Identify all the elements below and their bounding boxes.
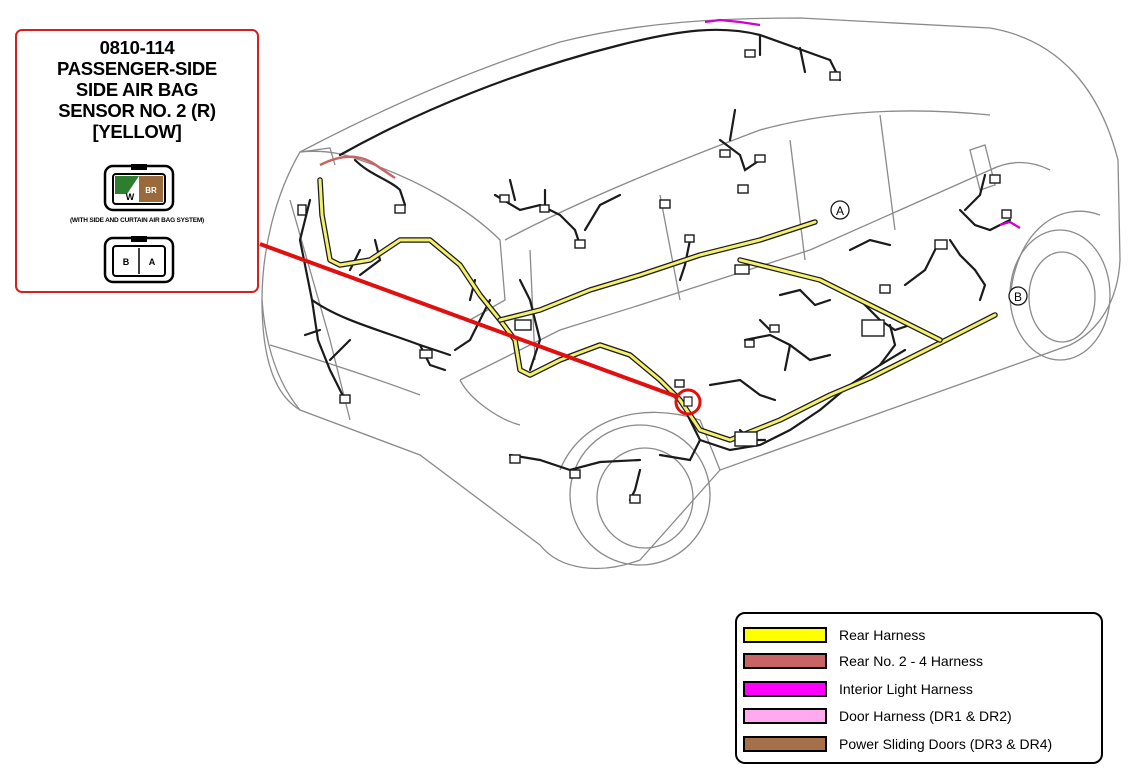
pin-b-label: B — [123, 257, 130, 267]
legend-label: Rear No. 2 - 4 Harness — [839, 653, 983, 669]
legend-item-interior-light-harness: Interior Light Harness — [743, 679, 973, 699]
marker-a-label: A — [836, 204, 844, 218]
sensor-callout-box: 0810-114 PASSENGER-SIDE SIDE AIR BAG SEN… — [15, 29, 259, 293]
marker-b: B — [1008, 286, 1028, 306]
pin-a-label: A — [149, 257, 156, 267]
sensor-location-highlight — [674, 388, 702, 416]
interior-light-harness — [704, 18, 1021, 229]
sensor-callout-title: 0810-114 PASSENGER-SIDE SIDE AIR BAG SEN… — [17, 37, 257, 142]
connector-face-2: B A — [103, 236, 175, 284]
callout-leader-line — [259, 242, 679, 399]
rear-no2-harness — [319, 155, 396, 180]
legend-item-power-sliding-doors: Power Sliding Doors (DR3 & DR4) — [743, 734, 1052, 754]
dark-wiring — [298, 28, 1012, 502]
harness-connectors — [297, 49, 1012, 504]
legend-label: Interior Light Harness — [839, 681, 973, 697]
pin-w-label: W — [126, 192, 135, 202]
pin-br-label: BR — [145, 186, 157, 195]
legend-label: Rear Harness — [839, 627, 926, 643]
connector-face-1: W BR — [103, 164, 175, 212]
rear-harness-wiring — [317, 177, 998, 443]
legend-swatch — [743, 653, 827, 669]
marker-b-label: B — [1014, 290, 1022, 304]
legend-label: Door Harness (DR1 & DR2) — [839, 708, 1012, 724]
legend-item-rear-no2-harness: Rear No. 2 - 4 Harness — [743, 651, 983, 671]
callout-line-2: PASSENGER-SIDE — [57, 58, 217, 79]
sensor-connector-icon — [683, 396, 693, 407]
harness-legend: Rear Harness Rear No. 2 - 4 Harness Inte… — [735, 612, 1103, 764]
callout-code: 0810-114 — [99, 37, 175, 58]
vehicle-outline — [261, 17, 1121, 570]
legend-swatch — [743, 736, 827, 752]
legend-swatch — [743, 681, 827, 697]
legend-label: Power Sliding Doors (DR3 & DR4) — [839, 736, 1053, 752]
legend-swatch — [743, 708, 827, 724]
marker-a: A — [830, 200, 850, 220]
legend-item-rear-harness: Rear Harness — [743, 625, 925, 645]
connector-note: (WITH SIDE AND CURTAIN AIR BAG SYSTEM) — [69, 217, 205, 224]
callout-line-4: SENSOR NO. 2 (R) — [58, 100, 216, 121]
legend-item-door-harness: Door Harness (DR1 & DR2) — [743, 706, 1012, 726]
legend-swatch — [743, 627, 827, 643]
callout-line-3: SIDE AIR BAG — [75, 79, 199, 100]
callout-color: [YELLOW] — [92, 121, 182, 142]
